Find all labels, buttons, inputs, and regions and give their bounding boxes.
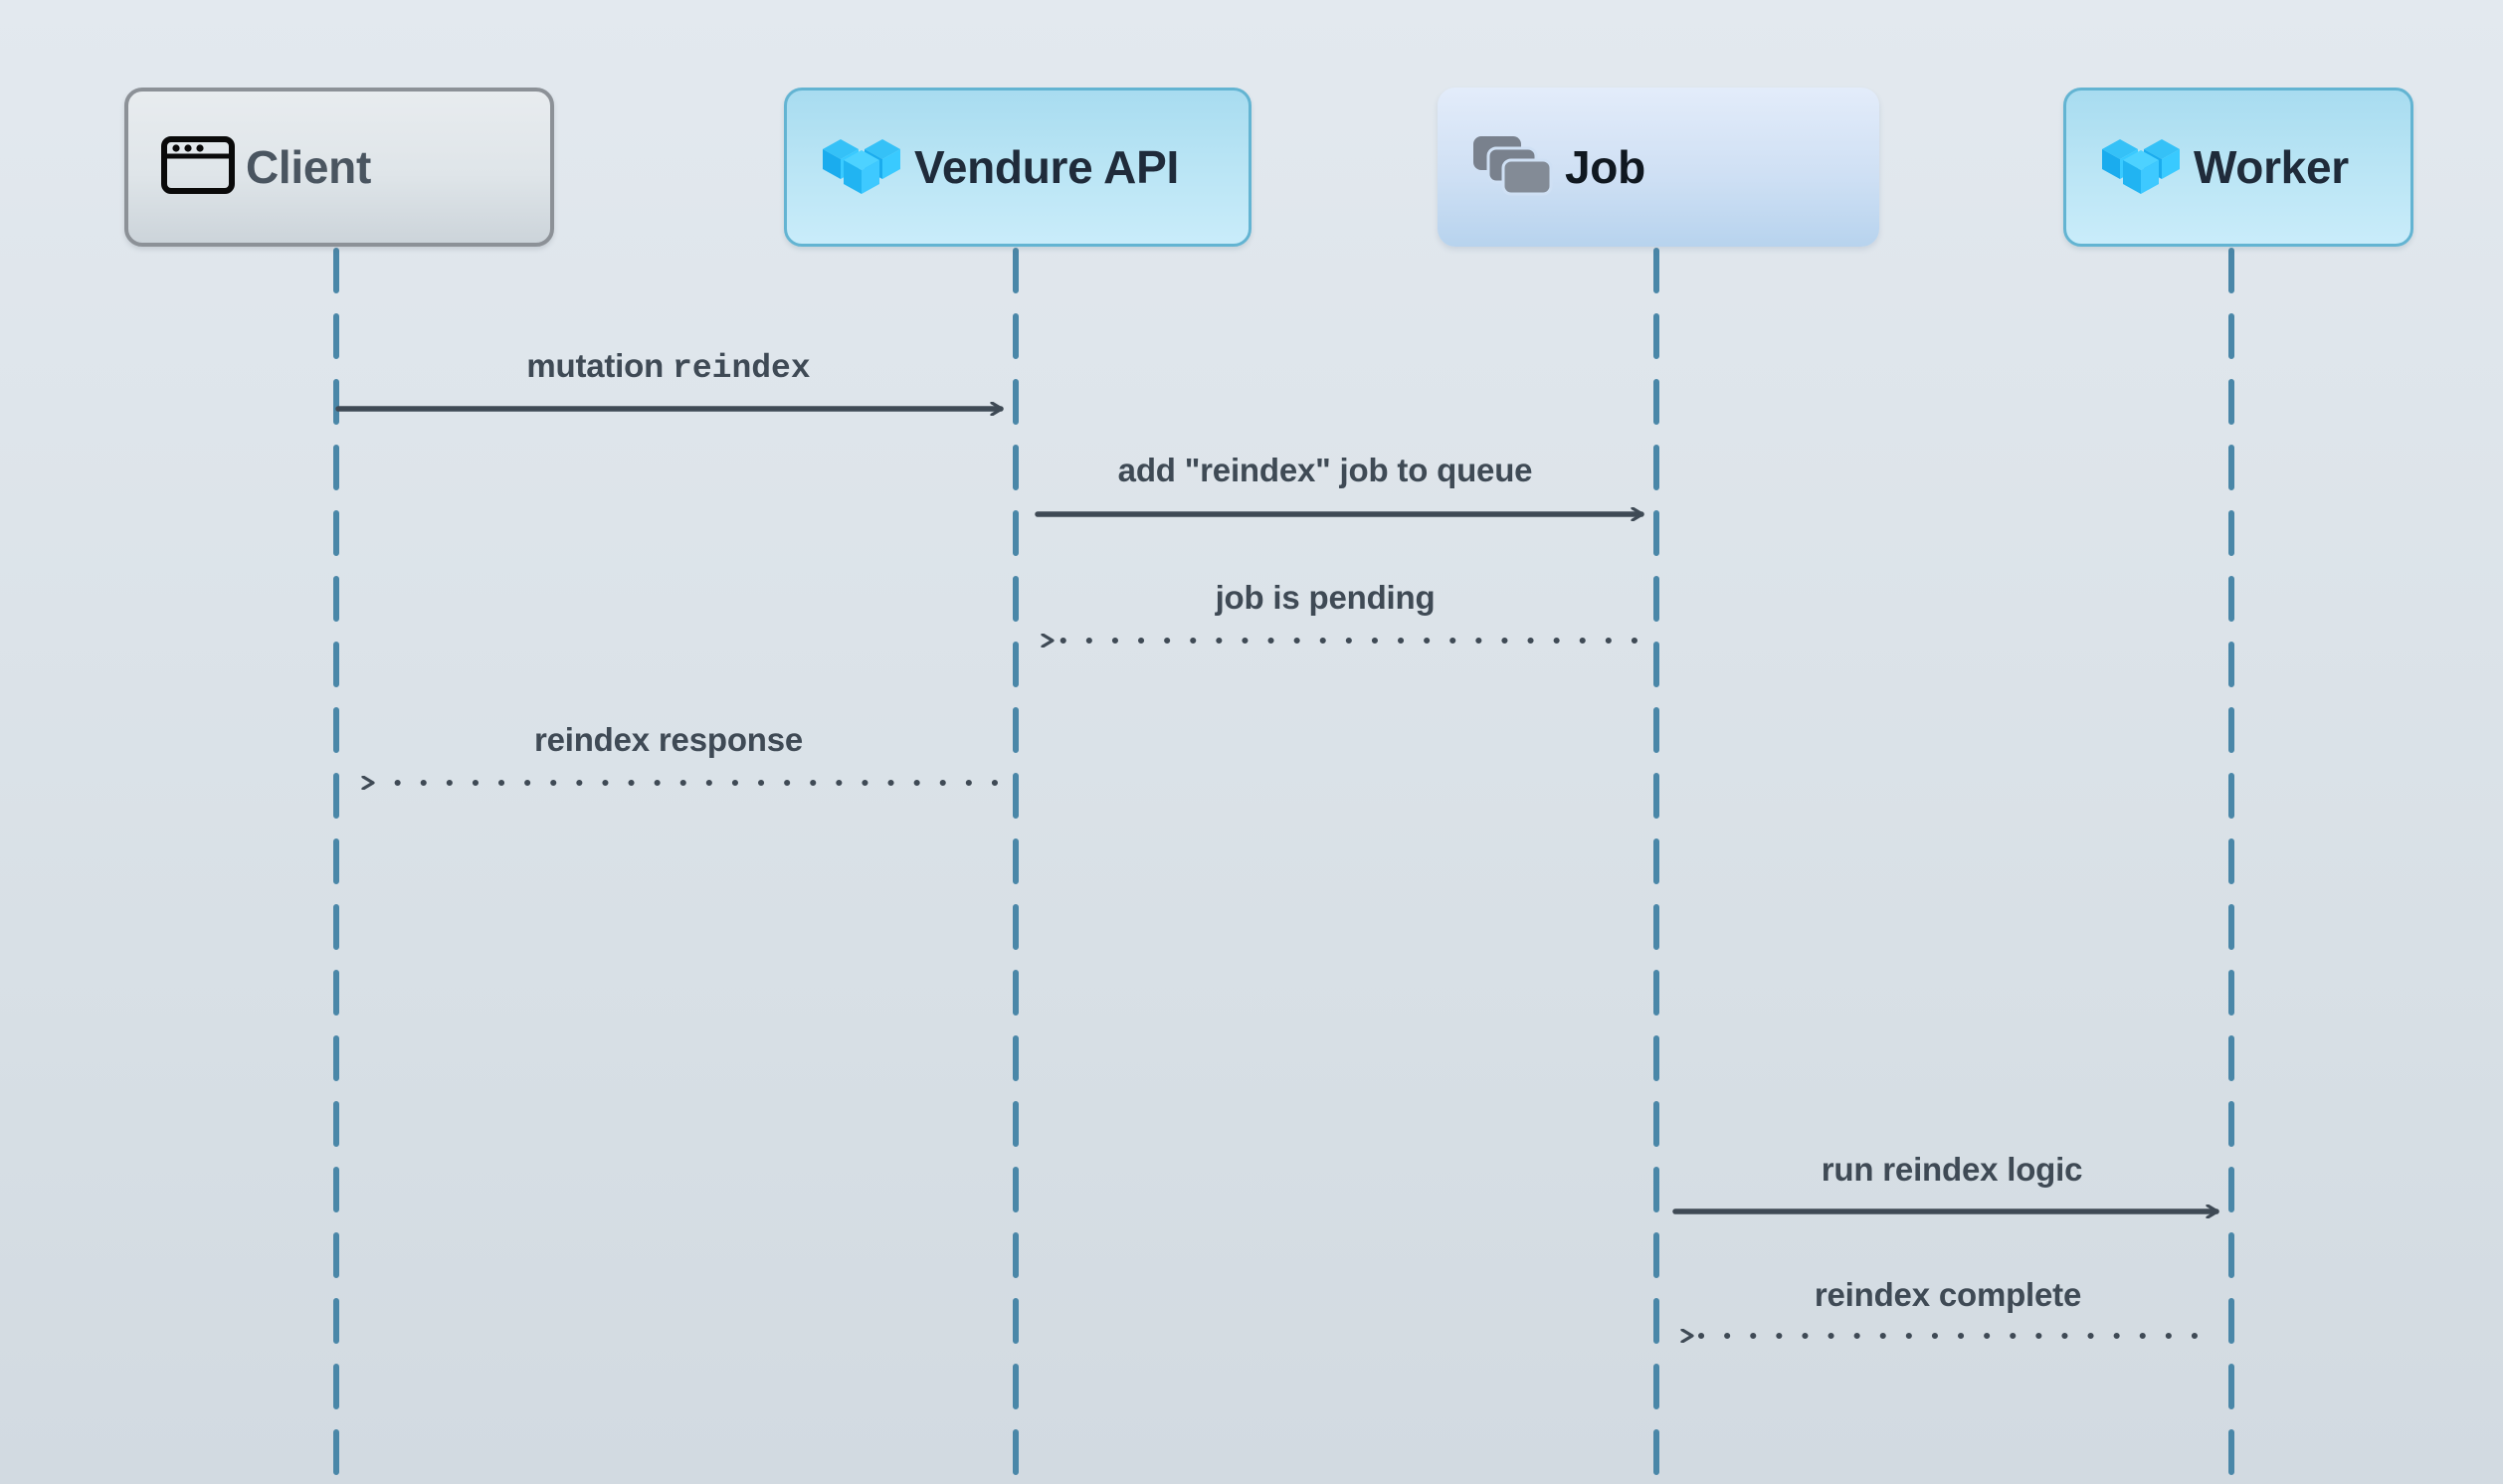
lifelines-group [333,248,2234,1484]
vendure-cubes-icon [819,129,904,206]
message-label-add-reindex-job-to-queue: add "reindex" job to queue [1117,452,1533,488]
message-label-reindex-response: reindex response [533,721,804,758]
message-label-text-plain: mutation [526,347,674,384]
actor-box-client[interactable]: Client [124,88,554,247]
actor-label-vendure-api: Vendure API [914,141,1179,193]
message-arrows-group [335,409,2219,1336]
actor-label-job: Job [1565,141,1645,193]
message-label-text-code: reindex [673,350,811,387]
actor-label-worker: Worker [2194,141,2349,193]
stacked-layers-icon [1469,132,1555,203]
message-label-run-reindex-logic: run reindex logic [1821,1151,2083,1188]
message-label-reindex-complete: reindex complete [1814,1276,2082,1313]
message-label-mutation-reindex: mutation reindex [526,347,810,387]
browser-window-icon [160,133,236,202]
vendure-cubes-icon [2098,129,2184,206]
actor-box-vendure-api[interactable]: Vendure API [784,88,1252,247]
message-label-job-is-pending: job is pending [1215,579,1436,616]
actor-box-job[interactable]: Job [1438,88,1879,247]
actor-box-worker[interactable]: Worker [2063,88,2413,247]
actor-label-client: Client [246,141,371,193]
